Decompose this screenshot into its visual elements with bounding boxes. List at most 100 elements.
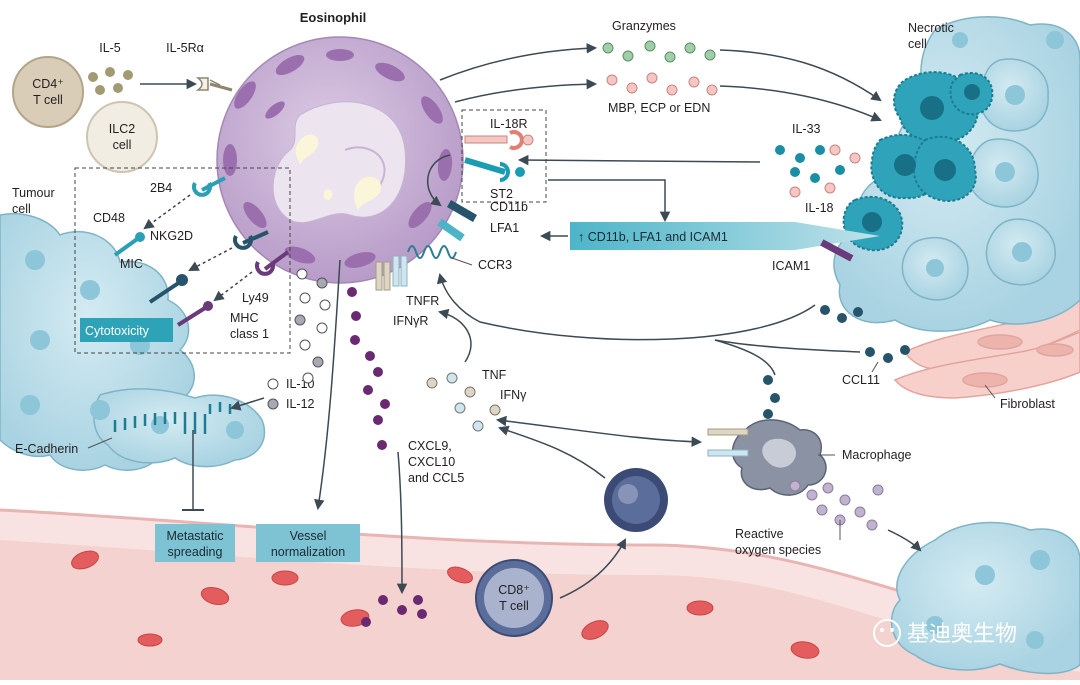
cd11b-label: CD11b	[490, 200, 528, 214]
ly49-label: Ly49	[242, 291, 269, 305]
cytotoxicity-box	[74, 167, 291, 354]
lfa1-label: LFA1	[490, 221, 519, 235]
cxcl-label-line1: CXCL9,	[408, 439, 452, 453]
lfa1-receptor-icon	[437, 218, 465, 242]
icam1-receptor-icon	[820, 239, 854, 262]
cd8-label-line1: CD8⁺	[498, 583, 530, 597]
vessel-box: Vessel normalization	[256, 524, 360, 562]
eosinophil-label: Eosinophil	[300, 10, 366, 25]
granzymes-label: Granzymes	[612, 19, 676, 33]
cytotoxicity-label: Cytotoxicity	[85, 324, 150, 338]
fibroblast-cells	[893, 295, 1080, 399]
mhc-ligand-icon	[176, 301, 213, 327]
il10-il12-dots	[294, 268, 331, 384]
ilc2-label-line2: cell	[113, 138, 132, 152]
metastatic-label-line1: Metastatic	[167, 529, 224, 543]
cd8-label-line2: T cell	[499, 599, 529, 613]
il33-label: IL-33	[792, 122, 821, 136]
il12-dot	[267, 398, 279, 410]
cd8-t-cell: CD8⁺ T cell	[475, 559, 553, 637]
ifngr-label: IFNγR	[393, 314, 428, 328]
tnfr-receptor-icon	[375, 261, 391, 291]
necrotic-cells	[842, 71, 994, 252]
metastatic-label-line2: spreading	[168, 545, 223, 559]
2b4-label: 2B4	[150, 181, 172, 195]
ecadherin-label: E-Cadherin	[15, 442, 78, 456]
ifng-label: IFNγ	[500, 388, 527, 402]
st2-label: ST2	[490, 187, 513, 201]
watermark-text: 基迪奥生物	[907, 621, 1017, 646]
upregulation-label: ↑ CD11b, LFA1 and ICAM1	[578, 230, 728, 244]
ccr3-receptor-icon	[407, 245, 457, 259]
ros-label-line2: oxygen species	[735, 543, 821, 557]
cd48-ligand-icon	[113, 232, 145, 257]
watermark: 基迪奥生物	[873, 619, 1017, 647]
necrotic-label-line2: cell	[908, 37, 927, 51]
tumour-label-line1: Tumour	[12, 186, 55, 200]
cxcl-label-line2: CXCL10	[408, 455, 455, 469]
il18r-label: IL-18R	[490, 117, 528, 131]
upregulation-banner: ↑ CD11b, LFA1 and ICAM1	[570, 222, 880, 250]
macrophage-label: Macrophage	[842, 448, 912, 462]
il33-dots	[775, 145, 845, 183]
il5-label: IL-5	[99, 41, 121, 55]
tumour-cluster-bottom-right	[890, 521, 1080, 675]
vessel-label-line1: Vessel	[290, 529, 327, 543]
il12-label: IL-12	[286, 397, 315, 411]
il5-dots	[88, 67, 133, 95]
mbp-label: MBP, ECP or EDN	[608, 101, 710, 115]
mic-label: MIC	[120, 257, 143, 271]
il18-label: IL-18	[805, 201, 834, 215]
granzyme-dots	[602, 40, 716, 63]
macrophage-cell	[731, 419, 827, 496]
cd48-label: CD48	[93, 211, 125, 225]
cd4-label-line1: CD4⁺	[32, 77, 64, 91]
tnfr-label: TNFR	[406, 294, 439, 308]
il18r-receptor-icon	[464, 130, 534, 150]
mbp-dots	[606, 72, 718, 96]
eosinophil-granules	[223, 49, 453, 268]
mic-ligand-icon	[148, 274, 188, 304]
necrotic-label-line1: Necrotic	[908, 21, 954, 35]
cytotoxicity-banner: Cytotoxicity	[80, 318, 173, 342]
ifngr-receptor-icon	[392, 255, 408, 287]
cd4-t-cell: CD4⁺ T cell	[12, 56, 84, 128]
vessel-label-line2: normalization	[271, 545, 345, 559]
tnf-label: TNF	[482, 368, 507, 382]
eosinophil-cell	[216, 36, 464, 284]
ilc2-label-line1: ILC2	[109, 122, 135, 136]
il10-dot	[267, 378, 279, 390]
receptor-box	[461, 109, 547, 203]
icam1-label: ICAM1	[772, 259, 810, 273]
il5ra-receptor-icon	[195, 77, 221, 91]
fibroblast-label: Fibroblast	[1000, 397, 1055, 411]
nkg2d-receptor-icon	[233, 230, 269, 250]
st2-receptor-icon	[464, 157, 525, 182]
cd11b-receptor-icon	[447, 200, 477, 222]
ros-dots	[789, 480, 884, 531]
ly49-receptor-icon	[255, 250, 290, 276]
cxcl-dots-vessel	[361, 595, 427, 627]
ccr3-label: CCR3	[478, 258, 512, 272]
cxcl-dots	[347, 287, 390, 450]
il5ra-label: IL-5Rα	[166, 41, 204, 55]
cxcl-label-line3: and CCL5	[408, 471, 464, 485]
2b4-receptor-icon	[192, 176, 226, 197]
nkg2d-label: NKG2D	[150, 229, 193, 243]
cd4-label-line2: T cell	[33, 93, 63, 107]
mhc-label-line2: class 1	[230, 327, 269, 341]
tnf-ifng-dots	[426, 372, 501, 432]
mhc-label-line1: MHC	[230, 311, 258, 325]
macrophage-receptors-icon	[707, 428, 749, 457]
red-blood-cells	[71, 550, 820, 659]
ilc2-cell: ILC2 cell	[86, 101, 158, 173]
activated-t-cell	[604, 468, 668, 532]
wechat-icon	[873, 619, 901, 647]
il5ra-stalk	[209, 82, 233, 92]
metastatic-box: Metastatic spreading	[155, 524, 235, 562]
il18-dots	[789, 144, 861, 198]
ros-label-line1: Reactive	[735, 527, 784, 541]
tumour-label-line2: cell	[12, 202, 31, 216]
